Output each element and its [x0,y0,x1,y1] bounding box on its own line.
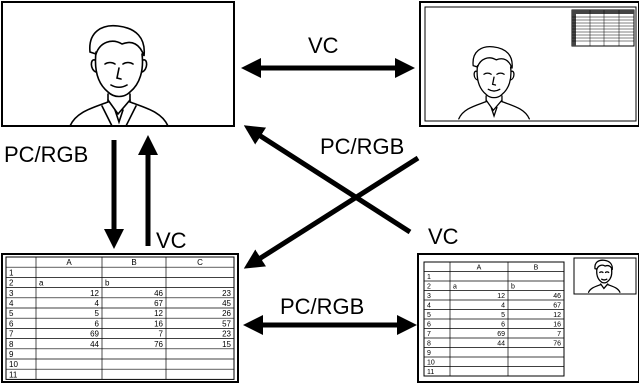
row-number: 4 [427,303,431,310]
row-number: 7 [9,330,14,339]
label-pc-rgb-bottom: PC/RGB [280,294,364,319]
row-number: 9 [427,350,431,357]
table-cell: a [39,279,44,288]
table-cell: 6 [501,322,505,329]
label-vc-left: VC [156,228,187,253]
table-cell: 67 [154,299,163,308]
table-cell: 23 [222,330,231,339]
monitor-top-left [1,1,235,127]
row-number: 8 [427,341,431,348]
mini-spreadsheet-thumbnail [571,9,635,47]
table-cell: 76 [553,341,561,348]
row-number: 6 [9,319,14,328]
table-cell: 45 [222,299,231,308]
table-cell: 46 [154,289,163,298]
label-pc-rgb-cross: PC/RGB [320,134,404,159]
column-header: B [534,265,539,272]
person-inset-thumbnail [573,257,637,295]
table-cell: a [453,284,457,291]
row-number: 10 [9,360,18,369]
column-header: C [197,258,203,267]
label-pc-rgb-left: PC/RGB [4,142,88,167]
table-cell: 4 [501,303,505,310]
person-large-icon [69,24,169,127]
table-cell: 4 [95,299,100,308]
table-cell: 15 [222,340,231,349]
column-header: A [66,258,72,267]
table-cell: 5 [501,312,505,319]
table-cell: 44 [90,340,99,349]
table-cell: b [511,284,515,291]
column-header: B [131,258,136,267]
row-number: 5 [9,309,14,318]
row-number: 10 [427,360,435,367]
table-cell: 12 [497,293,505,300]
table-cell: 16 [553,322,561,329]
row-number: 7 [427,331,431,338]
table-cell: 46 [553,293,561,300]
row-number: 6 [427,322,431,329]
row-number: 8 [9,340,14,349]
table-cell: 7 [557,331,561,338]
table-cell: 6 [95,319,100,328]
table-cell: 69 [90,330,99,339]
table-cell: 12 [553,312,561,319]
row-number: 3 [9,289,14,298]
table-cell: 23 [222,289,231,298]
table-cell: 7 [159,330,164,339]
row-number: 5 [427,312,431,319]
row-number: 9 [9,350,14,359]
label-vc-cross: VC [428,224,459,249]
table-cell: 67 [553,303,561,310]
person-small-icon [458,46,530,120]
table-cell: 76 [154,340,163,349]
row-number: 3 [427,293,431,300]
table-cell: 12 [90,289,99,298]
table-cell: 44 [497,341,505,348]
monitor-top-right [419,1,639,127]
arrow-pc-rgb-cross [243,155,420,269]
table-cell: 5 [95,309,100,318]
table-cell: 12 [154,309,163,318]
row-number: 2 [427,284,431,291]
table-cell: 69 [497,331,505,338]
row-number: 1 [427,274,431,281]
arrow-vc-cross [243,125,412,235]
label-vc-top: VC [308,33,339,58]
person-inset-icon [587,259,621,293]
table-cell: 26 [222,309,231,318]
table-cell: b [105,279,110,288]
table-cell: 16 [154,319,163,328]
row-number: 4 [9,299,14,308]
table-cell: 57 [222,319,231,328]
row-number: 11 [427,369,434,376]
column-header: A [477,265,482,272]
row-number: 11 [9,370,18,379]
row-number: 2 [9,279,14,288]
row-number: 1 [9,268,14,277]
